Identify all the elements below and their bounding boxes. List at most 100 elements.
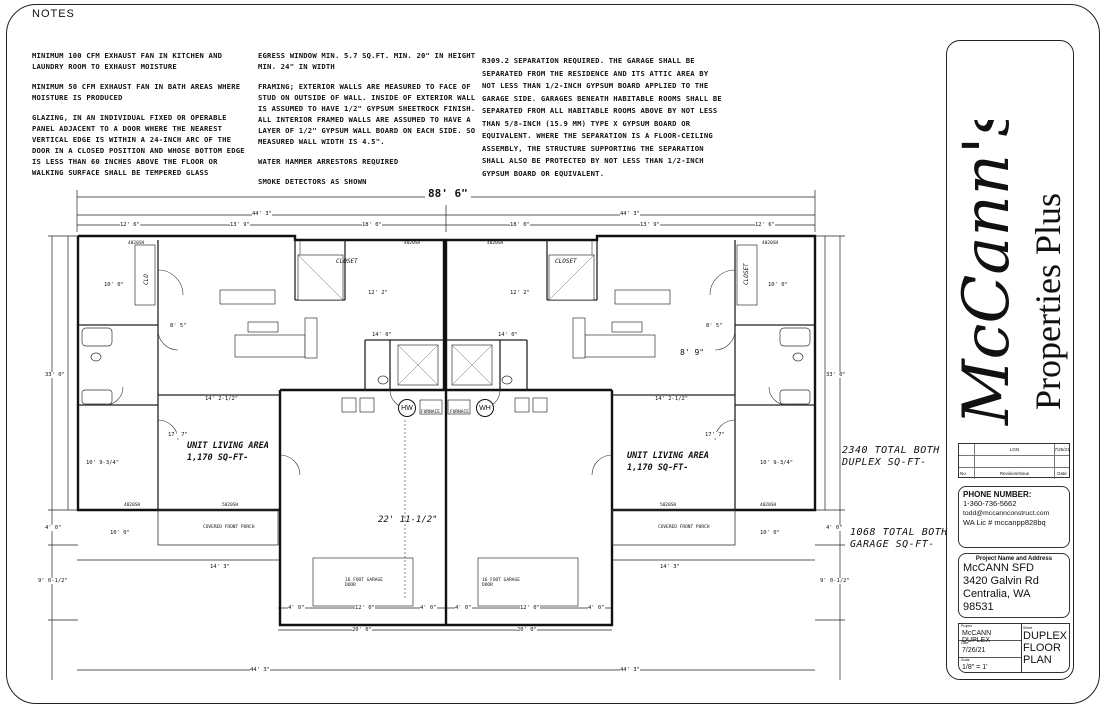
dim-12-6-right: 12' 6" xyxy=(755,222,775,228)
dim-13-9-right: 13' 9" xyxy=(640,222,660,228)
project-box: Project Name and Address McCANN SFD 3420… xyxy=(958,553,1070,618)
dim-8-5-left: 8' 5" xyxy=(170,323,187,329)
dim-14-2-left: 14' 2-1/2" xyxy=(205,396,239,402)
note-smoke: Smoke detectors as shown xyxy=(258,177,367,186)
dim-bottom-right: 44' 3" xyxy=(620,667,640,673)
dim-4-0-g2: 4' 0" xyxy=(420,605,437,611)
sheet-cap: Sheet xyxy=(1023,626,1033,630)
dim-10-0-bed-right: 10' 0" xyxy=(768,282,788,288)
closet-label-left: CLOSET xyxy=(336,258,358,265)
sheet-title-line3: PLAN xyxy=(1023,654,1052,666)
project-value: McCANN DUPLEX xyxy=(962,630,992,644)
notes-column-3: R309.2 Separation required. The garage s… xyxy=(482,55,722,189)
window-4020-l1: 4020SH xyxy=(128,241,145,246)
note-glazing: Glazing, in an individual fixed or opera… xyxy=(32,113,245,177)
dim-8-9: 8' 9" xyxy=(680,348,705,357)
project-address1: 3420 Galvin Rd xyxy=(963,575,1039,587)
phone-number: 1-360-736-5662 xyxy=(963,499,1017,508)
dim-18-0-right: 18' 0" xyxy=(510,222,530,228)
project-header: Project Name and Address xyxy=(975,556,1053,562)
dim-4-0-right: 4' 0" xyxy=(826,525,843,531)
furnace-right: FURNACE xyxy=(450,410,469,415)
notes-column-1: Minimum 100 CFM exhaust fan in kitchen a… xyxy=(32,50,252,187)
license-number: WA Lic # mccanpp828bq xyxy=(963,518,1046,527)
brand-logo: McCann's Properties Plus xyxy=(950,120,1068,426)
dim-10-0-porch-left: 10' 0" xyxy=(110,530,130,536)
dim-9-0-left: 9' 0-1/2" xyxy=(38,578,68,584)
dim-left-half: 44' 3" xyxy=(252,211,272,217)
dim-12-0-g2: 12' 0" xyxy=(520,605,540,611)
sheet-title-line2: FLOOR xyxy=(1023,642,1061,654)
brand-sub-text: Properties Plus xyxy=(1028,193,1068,410)
garage-total-area: 1068 TOTAL BOTH GARAGE SQ-FT- xyxy=(850,527,948,551)
dim-garage-depth: 22' 11-1/2" xyxy=(378,515,438,525)
note-egress: Egress window min. 5.7 sq.ft. min. 20" i… xyxy=(258,51,476,71)
drawing-sheet-border xyxy=(6,4,1100,704)
dim-14-0-left: 14' 0" xyxy=(372,332,392,338)
note-framing: Framing; exterior walls are measured to … xyxy=(258,82,476,146)
scale-value: 1/8" = 1' xyxy=(962,664,988,671)
unit-area-label-left: UNIT LIVING AREA xyxy=(187,441,269,451)
porch-label-right: COVERED FRONT PORCH xyxy=(658,525,710,530)
rev-date: 7/26/21 xyxy=(1054,447,1070,452)
unit-area-right: UNIT LIVING AREA 1,170 SQ-FT- xyxy=(627,450,709,474)
wh-symbol: WH xyxy=(476,399,494,417)
dim-12-6-left: 12' 6" xyxy=(120,222,140,228)
dim-12-2-right: 12' 2" xyxy=(510,290,530,296)
window-4020-l2: 4020SH xyxy=(404,241,421,246)
dim-13-9-left: 13' 9" xyxy=(230,222,250,228)
dim-14-2-right: 14' 2-1/2" xyxy=(655,396,689,402)
dim-12-0-g1: 12' 0" xyxy=(355,605,375,611)
note-water-hammer: Water hammer arrestors required xyxy=(258,157,399,166)
dim-17-7-right: 17' 7" xyxy=(705,432,725,438)
rev-no-label: No. xyxy=(959,468,975,479)
overall-width-dimension: 88' 6" xyxy=(425,187,471,200)
dim-20-0-left: 20' 0" xyxy=(352,627,372,633)
dim-14-0-right: 14' 0" xyxy=(498,332,518,338)
date-cap: Date xyxy=(961,641,969,645)
dim-4-0-g4: 4' 0" xyxy=(588,605,605,611)
dim-12-2-left: 12' 2" xyxy=(368,290,388,296)
rev-issue-label: Revision/Issue xyxy=(975,468,1055,479)
project-address2: Centralia, WA xyxy=(963,588,1031,600)
hw-symbol: HW xyxy=(398,399,416,417)
clo-label-left: CLO xyxy=(143,274,150,285)
porch-label-left: COVERED FRONT PORCH xyxy=(203,525,255,530)
window-4020-r1: 4020SH xyxy=(487,241,504,246)
unit-area-left: UNIT LIVING AREA 1,170 SQ-FT- xyxy=(187,440,269,464)
dim-14-3-left: 14' 3" xyxy=(210,564,230,570)
dim-9-0-right: 9' 0-1/2" xyxy=(820,578,850,584)
project-zip: 98531 xyxy=(963,601,994,613)
unit-area-value-right: 1,170 SQ-FT- xyxy=(627,463,689,473)
dim-10-9-left: 10' 9-3/4" xyxy=(86,460,120,466)
notes-column-2: Egress window min. 5.7 sq.ft. min. 20" i… xyxy=(258,50,478,196)
garage-door-label-left: 16 FOOT GARAGE DOOR xyxy=(345,578,383,588)
sheet-title-line1: DUPLEX xyxy=(1023,630,1068,642)
date-value: 7/26/21 xyxy=(962,647,986,654)
window-4020-r2: 4020SH xyxy=(762,241,779,246)
scale-cap: Scale xyxy=(961,658,970,662)
closet-label-right: CLOSET xyxy=(555,258,577,265)
note-exhaust-bath: Minimum 50 CFM exhaust fan in bath areas… xyxy=(32,82,241,102)
dim-10-0-porch-right: 10' 0" xyxy=(760,530,780,536)
phone-box: PHONE NUMBER: 1-360-736-5662 todd@mccann… xyxy=(958,486,1070,548)
dim-4-0-left: 4' 0" xyxy=(45,525,62,531)
dim-18-0-left: 18' 0" xyxy=(362,222,382,228)
notes-title: NOTES xyxy=(32,8,75,20)
project-cap: Project xyxy=(961,624,972,628)
closet-label-right-vert: CLOSET xyxy=(743,263,750,285)
dim-17-7-left: 17' 7" xyxy=(168,432,188,438)
duplex-total-line2: DUPLEX SQ-FT- xyxy=(842,457,927,468)
dim-33-0-left: 33' 0" xyxy=(45,372,65,378)
rev-date-label: Date xyxy=(1057,471,1067,476)
title-block xyxy=(946,40,1074,680)
note-r309: R309.2 Separation required. The garage s… xyxy=(482,56,722,178)
sheet-title: Sheet DUPLEX FLOOR PLAN xyxy=(1023,626,1067,666)
dim-4-0-g3: 4' 0" xyxy=(455,605,472,611)
rev-value: LGN xyxy=(975,444,1055,455)
dim-4-0-g1: 4' 0" xyxy=(288,605,305,611)
duplex-total-area: 2340 TOTAL BOTH DUPLEX SQ-FT- xyxy=(842,445,940,469)
window-5020-l: 5020SH xyxy=(222,503,239,508)
